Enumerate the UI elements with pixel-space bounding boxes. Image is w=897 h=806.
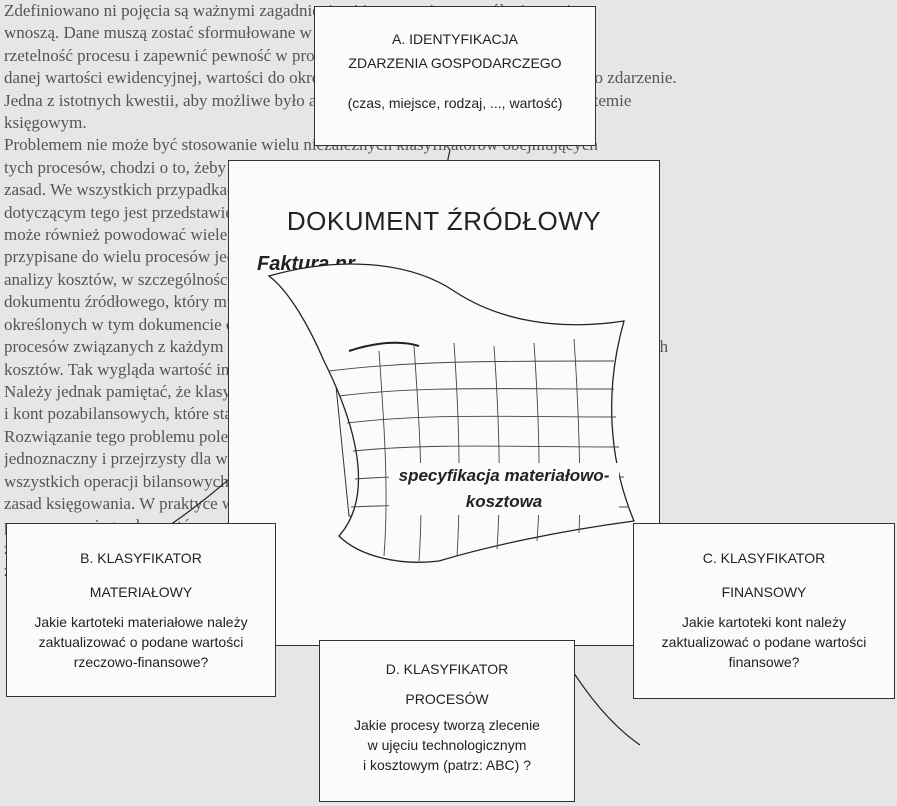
source-document-title: DOKUMENT ŹRÓDŁOWY (286, 206, 602, 236)
box-c-question-2: zaktualizować o podane wartości (661, 634, 867, 650)
box-b-subtitle: MATERIAŁOWY (89, 584, 193, 600)
background-text-line: księgowym. (4, 113, 87, 133)
box-b-material-classifier: B. KLASYFIKATOR MATERIAŁOWY Jakie kartot… (6, 523, 276, 697)
box-b-title: B. KLASYFIKATOR (80, 550, 202, 566)
box-a-identification: A. IDENTYFIKACJA ZDARZENIA GOSPODARCZEGO… (314, 6, 596, 146)
box-a-title: A. IDENTYFIKACJA (391, 31, 519, 47)
box-c-question-3: finansowe? (728, 654, 800, 670)
box-d-question-3: i kosztowym (patrz: ABC) ? (362, 757, 532, 773)
box-b-question-2: zaktualizować o podane wartości (38, 634, 244, 650)
invoice-sheets-illustration (267, 263, 635, 563)
box-c-subtitle: FINANSOWY (721, 584, 807, 600)
box-c-financial-classifier: C. KLASYFIKATOR FINANSOWY Jakie kartotek… (633, 523, 895, 699)
box-c-question-1: Jakie kartoteki kont należy (681, 614, 847, 630)
box-b-question-1: Jakie kartoteki materiałowe należy (34, 614, 248, 630)
box-a-subtitle: ZDARZENIA GOSPODARCZEGO (348, 55, 562, 71)
box-d-subtitle: PROCESÓW (405, 691, 489, 707)
box-b-question-3: rzeczowo-finansowe? (73, 654, 209, 670)
box-a-description: (czas, miejsce, rodzaj, ..., wartość) (347, 95, 563, 111)
box-d-question-2: w ujęciu technologicznym (367, 737, 527, 753)
spec-line-2: materiałowo-kosztowa (465, 466, 610, 511)
box-d-title: D. KLASYFIKATOR (385, 661, 509, 677)
box-d-question-1: Jakie procesy tworzą zlecenie (354, 717, 540, 733)
box-c-title: C. KLASYFIKATOR (702, 550, 826, 566)
specification-label: specyfikacja materiałowo-kosztowa (389, 463, 619, 515)
box-d-process-classifier: D. KLASYFIKATOR PROCESÓW Jakie procesy t… (319, 640, 575, 802)
spec-line-1: specyfikacja (398, 466, 500, 485)
source-document-box: DOKUMENT ŹRÓDŁOWY Faktura nr ... specyfi… (228, 160, 660, 646)
